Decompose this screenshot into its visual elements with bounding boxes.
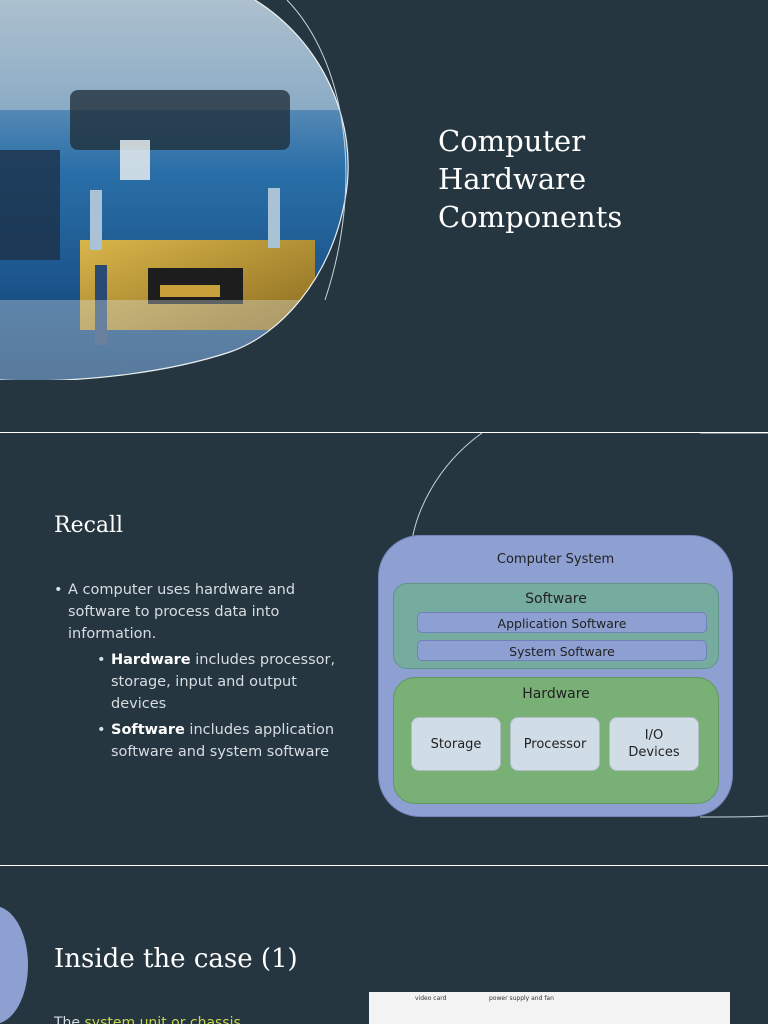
sub-bullet-item: Software includes application software a… (97, 719, 344, 763)
storage-box: Storage (411, 717, 501, 771)
sub-bullet-item: Hardware includes processor, storage, in… (97, 649, 344, 715)
sub-bullet-text: includes application software and system… (111, 722, 335, 760)
processor-box: Processor (510, 717, 600, 771)
hardware-label: Hardware (522, 686, 590, 702)
processor-label: Processor (523, 736, 587, 752)
body-text-start: The (54, 1015, 85, 1024)
recall-slide: Recall A computer uses hardware and soft… (0, 433, 768, 865)
bullet-item: A computer uses hardware and software to… (54, 579, 344, 763)
slide-heading: Recall (54, 513, 124, 538)
io-devices-label: I/O Devices (628, 728, 680, 760)
inside-case-slide: Inside the case (1) video card power sup… (0, 866, 768, 1024)
bold-term: Software (111, 722, 185, 738)
bullet-list: A computer uses hardware and software to… (54, 579, 344, 767)
storage-label: Storage (430, 736, 482, 752)
title-line: Computer (438, 124, 586, 158)
bullet-text: A computer uses hardware and software to… (68, 582, 296, 642)
title-slide: Computer Hardware Components (0, 0, 768, 432)
slide-title: Computer Hardware Components (438, 122, 738, 236)
software-label: Software (525, 591, 587, 607)
circuit-board-image (0, 0, 349, 380)
sub-bullet-list: Hardware includes processor, storage, in… (68, 649, 344, 763)
system-software-box: System Software (417, 640, 707, 661)
computer-system-label: Computer System (496, 552, 615, 567)
hardware-box: Hardware Storage Processor I/O Devices (393, 677, 719, 804)
decorative-curve (286, 0, 347, 300)
software-box: Software Application Software System Sof… (393, 583, 719, 669)
bold-term: Hardware (111, 652, 191, 668)
highlight-term: system unit or chassis (84, 1015, 241, 1024)
application-software-box: Application Software (417, 612, 707, 633)
title-line: Hardware (438, 162, 587, 196)
slide-body-text: The system unit or chassis (54, 1015, 241, 1024)
decorative-blob (0, 906, 28, 1024)
photo-label: power supply and fan (489, 995, 554, 1002)
case-photo: video card power supply and fan (369, 992, 730, 1024)
title-line: Components (438, 200, 623, 234)
photo-label: video card (415, 995, 447, 1002)
slide-heading: Inside the case (1) (54, 944, 298, 974)
io-devices-box: I/O Devices (609, 717, 699, 771)
sub-bullet-text: includes processor, storage, input and o… (111, 652, 336, 712)
computer-system-diagram: Computer System Software Application Sof… (378, 535, 733, 817)
